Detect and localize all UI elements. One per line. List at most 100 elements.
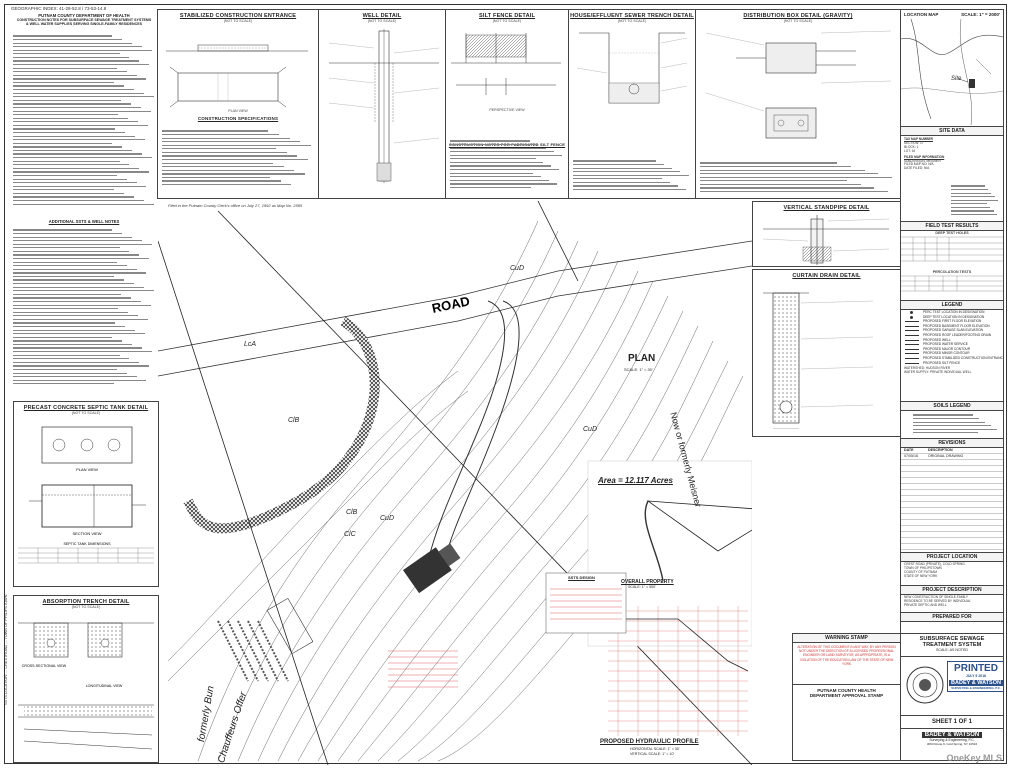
revision-empty-row (901, 472, 1003, 478)
septic-tank-detail: PRECAST CONCRETE SEPTIC TANK DETAIL (NOT… (13, 401, 159, 587)
legend-item: DEEP TEST LOCATION IN DESIGNATION (901, 315, 1003, 320)
soil-label: CuD (380, 515, 395, 522)
fine-print-line (13, 53, 120, 55)
fine-print-line (13, 164, 130, 166)
fine-print-line (13, 38, 123, 41)
fine-print-line (913, 414, 974, 416)
fine-print-line (13, 60, 140, 62)
fine-print-line (13, 261, 117, 263)
fine-print-line (951, 206, 991, 209)
legend-item: PROPOSED ROOF LEADER/FOOTING DRAIN (901, 333, 1003, 338)
filed-note: Filed in the Putnam County Clerk's offic… (168, 203, 303, 208)
water-supply-value: WATER SUPPLY: PRIVATE INDIVIDUAL WELL (904, 370, 972, 375)
fine-print-line (13, 74, 137, 76)
fine-print-line (13, 142, 113, 144)
fine-print-line (951, 214, 998, 216)
prepared-for-title: PREPARED FOR (901, 613, 1003, 622)
revision-empty-row (901, 460, 1003, 466)
standpipe-detail: VERTICAL STANDPIPE DETAIL (752, 201, 901, 267)
fine-print-line (13, 258, 150, 260)
fine-print-line (450, 183, 558, 185)
fine-print-line (573, 174, 689, 176)
fine-print-line (573, 185, 679, 187)
fine-print-line (13, 372, 127, 374)
warning-stamp: WARNING STAMP ALTERATION OF THIS DOCUMEN… (792, 633, 901, 685)
distribution-box-drawing (705, 30, 892, 139)
fine-print-line (13, 92, 144, 94)
not-to-scale-label: (NOT TO SCALE) (71, 605, 101, 609)
legend-item-label: PROPOSED BASEMENT FLOOR ELEVATION (923, 323, 990, 328)
revision-empty-row (901, 466, 1003, 472)
drawing-title-line-1: SUBSURFACE SEWAGE (919, 636, 985, 642)
fine-print-line (13, 275, 114, 278)
fine-print-line (13, 247, 120, 249)
fine-print-line (13, 189, 114, 191)
fine-print-line (13, 132, 126, 134)
fine-print-line (13, 117, 129, 119)
fine-print-line (573, 167, 673, 169)
fine-print-line (162, 144, 311, 146)
fine-print-line (13, 340, 123, 342)
standpipe-drawing (762, 215, 890, 265)
fine-print-line (162, 141, 301, 143)
engineer-seal (906, 666, 944, 704)
plan-view-label: PLAN VIEW (228, 109, 248, 113)
soil-label: ClB (346, 509, 358, 516)
fine-print-line (913, 428, 998, 430)
firm-address: 3063 Route 9, Cold Spring, NY 10516 (926, 742, 978, 746)
fine-print-line (13, 290, 154, 292)
soil-label: LcA (244, 341, 257, 348)
fine-print-line (13, 232, 123, 235)
printed-company: BADEY & WATSON (949, 680, 1003, 686)
field-test-results: FIELD TEST RESULTS DEEP TEST HOLES PERCO… (900, 221, 1004, 301)
revision-empty-row (901, 514, 1003, 520)
not-to-scale-label: (NOT TO SCALE) (71, 411, 101, 415)
fine-print-line (13, 71, 127, 73)
fine-print-line (13, 160, 120, 162)
fine-print-line (573, 160, 656, 162)
fine-print-line (450, 154, 562, 156)
soils-legend: SOILS LEGEND (900, 401, 1004, 439)
drawing-scale: SCALE: AS NOTED (936, 648, 968, 652)
fine-print-line (13, 326, 126, 328)
fine-print-line (13, 157, 153, 159)
fine-print-line (450, 143, 538, 146)
fine-print-line (450, 140, 530, 142)
fine-print-line (13, 64, 150, 66)
fine-print-line (13, 182, 137, 184)
legend-symbol (905, 357, 919, 359)
silt-fence-drawing (451, 33, 561, 95)
fine-print-line (13, 358, 130, 360)
field-tests-title: FIELD TEST RESULTS (901, 222, 1003, 231)
project-location: PROJECT LOCATION CREST ROAD (PRIVATE), C… (900, 552, 1004, 586)
legend-symbol (905, 344, 919, 346)
trench-detail-title: HOUSE/EFFLUENT SEWER TRENCH DETAIL (570, 13, 694, 19)
fine-print-line (13, 121, 138, 123)
fine-print-line (13, 135, 136, 137)
fine-print-line (162, 151, 287, 154)
health-notes-title-1: PUTNAM COUNTY DEPARTMENT OF HEALTH (38, 13, 130, 18)
printed-company-sub: SURVEYING & ENGINEERING, P.C. (951, 686, 1001, 690)
fine-print-line (13, 124, 148, 127)
overall-property-scale: SCALE: 1" = 500' (628, 585, 656, 589)
fine-print-line (13, 361, 140, 363)
legend-item: PROPOSED GARAGE SLAB ELEVATION (901, 328, 1003, 333)
approval-stamp-line-2: DEPARTMENT APPROVAL STAMP (809, 693, 884, 698)
fine-print-line (13, 196, 134, 198)
fine-print-line (450, 169, 560, 171)
revision-empty-row (901, 478, 1003, 484)
soils-legend-title: SOILS LEGEND (901, 402, 1003, 411)
perspective-view-label: PERSPECTIVE VIEW (489, 108, 525, 112)
warning-stamp-text: ALTERATION OF THIS DOCUMENT IN ANY WAY, … (797, 645, 896, 666)
revisions-title: REVISIONS (901, 439, 1003, 448)
legend-item-label: PROPOSED ROOF LEADER/FOOTING DRAIN (923, 332, 992, 337)
revision-empty-row (901, 496, 1003, 502)
project-location-title: PROJECT LOCATION (901, 553, 1003, 562)
tax-map-label: TAX MAP NUMBER (904, 137, 933, 141)
septic-section-view-label: SECTION VIEW (72, 531, 101, 536)
hydraulic-v-scale: VERTICAL SCALE: 1" = 10' (630, 752, 675, 756)
revision-empty-row (901, 502, 1003, 508)
fine-print-line (13, 311, 129, 313)
date-filed: DATE FILED: N/A (904, 166, 930, 171)
legend-item-label: PERC TEST LOCATION IN DESIGNATION (923, 310, 985, 314)
